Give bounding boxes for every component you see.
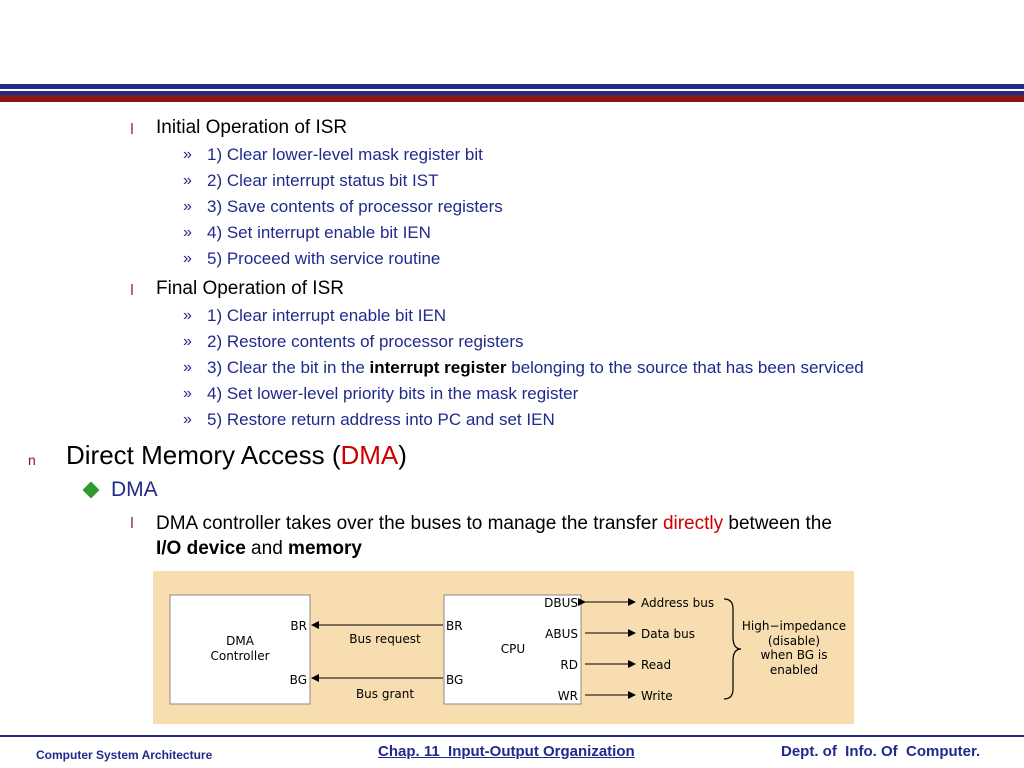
bullet-marker: l <box>130 122 134 138</box>
initial-isr-step-4: 4) Set interrupt enable bit IEN <box>207 223 431 242</box>
dma-box-label-1: DMA <box>226 634 255 648</box>
header-stripe-maroon <box>0 95 1024 102</box>
sub-bullet-marker: » <box>183 224 192 241</box>
brace-icon <box>723 598 742 700</box>
address-bus-label: Address bus <box>641 596 714 610</box>
initial-isr-step-5: 5) Proceed with service routine <box>207 249 441 268</box>
dma-controller-box <box>169 594 311 705</box>
final-isr-step-5: 5) Restore return address into PC and se… <box>207 410 555 429</box>
final-isr-step-3-start: 3) Clear the bit in the <box>207 358 370 377</box>
footer-department: Dept. of Info. Of Computer. <box>781 743 981 760</box>
cpu-box <box>443 594 582 705</box>
final-isr-step-4: 4) Set lower-level priority bits in the … <box>207 384 579 403</box>
diamond-bullet-icon <box>82 481 100 499</box>
dma-description: DMA controller takes over the buses to m… <box>156 511 996 561</box>
sub-bullet-marker: » <box>183 385 192 402</box>
initial-isr-step-3: 3) Save contents of processor registers <box>207 197 503 216</box>
dma-diagram: DMA Controller BR BG Bus request Bus gra… <box>153 571 854 724</box>
header-stripe-navy <box>0 84 1024 89</box>
bus-request-label: Bus request <box>349 632 421 646</box>
header-stripe-navy-2 <box>0 91 1024 95</box>
section-bullet-marker: n <box>28 452 36 468</box>
sub-bullet-marker: » <box>183 198 192 215</box>
dma-box-label-2: Controller <box>210 649 269 663</box>
sub-bullet-marker: » <box>183 411 192 428</box>
bus-grant-label: Bus grant <box>356 687 414 701</box>
io-device-term: I/O device <box>156 538 246 559</box>
read-label: Read <box>641 658 671 672</box>
header-stripe-gap <box>0 89 1024 91</box>
footer-course-title: Computer System Architecture <box>36 748 213 762</box>
cpu-br-label: BR <box>446 619 463 633</box>
sub-bullet-marker: » <box>183 333 192 350</box>
initial-isr-step-1: 1) Clear lower-level mask register bit <box>207 145 483 164</box>
bullet-marker: l <box>130 516 134 532</box>
footer-divider <box>0 735 1024 737</box>
cpu-wr-label: WR <box>558 689 578 703</box>
initial-isr-step-2: 2) Clear interrupt status bit IST <box>207 171 439 190</box>
dma-bg-label: BG <box>290 673 307 687</box>
dma-desc-directly: directly <box>662 513 724 534</box>
dma-desc-part-2: between the <box>723 513 832 534</box>
cpu-bg-label: BG <box>446 673 463 687</box>
data-bus-label: Data bus <box>641 627 695 641</box>
initial-isr-heading: Initial Operation of ISR <box>156 117 348 138</box>
final-isr-step-1: 1) Clear interrupt enable bit IEN <box>207 306 447 325</box>
cpu-label: CPU <box>501 642 525 656</box>
write-label: Write <box>641 689 673 703</box>
cpu-dbus-label: DBUS <box>544 596 578 610</box>
sub-bullet-marker: » <box>183 359 192 376</box>
footer-chapter-title: Chap. 11 Input-Output Organization <box>378 743 635 760</box>
interrupt-register-term: interrupt register <box>369 358 507 377</box>
sub-bullet-marker: » <box>183 307 192 324</box>
final-isr-heading: Final Operation of ISR <box>156 278 344 299</box>
final-isr-step-3: 3) Clear the bit in the interrupt regist… <box>207 358 864 378</box>
dma-br-label: BR <box>290 619 307 633</box>
final-isr-step-2: 2) Restore contents of processor registe… <box>207 332 524 351</box>
dma-diagram-svg: DMA Controller BR BG Bus request Bus gra… <box>169 594 846 705</box>
note-line-2: (disable) <box>768 634 820 648</box>
dma-sub-heading: DMA <box>111 478 158 501</box>
note-line-3: when BG is <box>761 648 828 662</box>
note-line-1: High−impedance <box>742 619 846 633</box>
dma-section-heading: Direct Memory Access (DMA) <box>66 440 407 471</box>
cpu-rd-label: RD <box>560 658 578 672</box>
sub-bullet-marker: » <box>183 172 192 189</box>
note-line-4: enabled <box>770 663 818 677</box>
dma-desc-part-1: DMA controller takes over the buses to m… <box>156 513 663 534</box>
dma-heading-pre: Direct Memory Access ( <box>66 440 341 470</box>
cpu-abus-label: ABUS <box>545 627 578 641</box>
sub-bullet-marker: » <box>183 250 192 267</box>
sub-bullet-marker: » <box>183 146 192 163</box>
memory-term: memory <box>288 538 362 559</box>
dma-heading-post: ) <box>398 440 407 470</box>
dma-desc-and: and <box>245 538 289 559</box>
dma-heading-acronym: DMA <box>340 440 399 470</box>
final-isr-step-3-end: belonging to the source that has been se… <box>506 358 864 377</box>
bullet-marker: l <box>130 283 134 299</box>
